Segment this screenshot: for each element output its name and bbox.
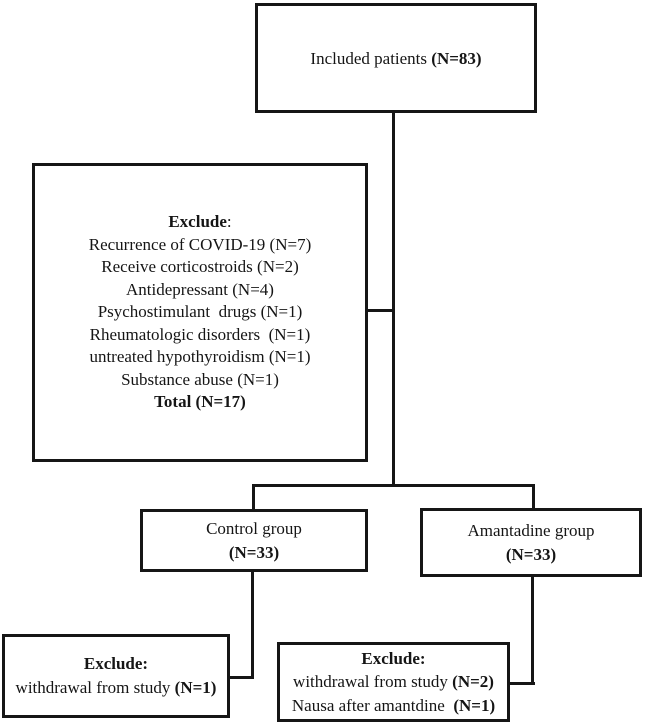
control-exclusion-line: withdrawal from study (N=1) — [16, 676, 217, 701]
included-patients-n: (N=83) — [431, 48, 482, 68]
connector-control-to-exclusion-horizontal — [230, 676, 254, 679]
box-amantadine-exclusion: Exclude: withdrawal from study (N=2) Nau… — [277, 642, 510, 722]
connector-control-drop-vertical — [252, 484, 255, 512]
included-patients-text: Included patients — [310, 48, 432, 68]
amantadine-exclusion-line1-n: (N=2) — [452, 672, 494, 692]
amantadine-exclusion-line2-n: (N=1) — [453, 695, 496, 715]
connector-amantadine-drop-vertical — [532, 484, 535, 511]
control-exclusion-text: withdrawal from study — [15, 678, 175, 697]
amantadine-group-label: Amantadine group — [467, 520, 595, 540]
control-group-n: (N=33) — [228, 542, 280, 562]
connector-exclusions-horizontal — [368, 309, 393, 312]
box-control-group: Control group (N=33) — [140, 509, 368, 572]
control-exclusion-n: (N=1) — [174, 678, 217, 697]
amantadine-exclusion-line2-text: Nausa after amantdine — [291, 695, 454, 715]
amantadine-exclusion-line1-text: withdrawal from study — [293, 672, 453, 692]
connector-amantadine-to-exclusion-horizontal — [510, 682, 535, 685]
exclusion-item: untreated hypothyroidism (N=1) — [89, 347, 311, 366]
exclusion-heading-word: Exclude — [168, 212, 227, 231]
connector-split-horizontal — [252, 484, 535, 487]
control-group-label: Control group — [206, 518, 302, 538]
amantadine-group-n: (N=33) — [505, 544, 557, 564]
amantadine-exclusion-line2: Nausa after amantdine (N=1) — [292, 694, 495, 718]
box-exclusion-criteria: Exclude: Recurrence of COVID-19 (N=7) Re… — [32, 163, 368, 462]
included-patients-label: Included patients (N=83) — [310, 47, 481, 70]
exclusion-item: Recurrence of COVID-19 (N=7) — [88, 234, 312, 254]
exclusion-total: Total (N=17) — [154, 392, 246, 411]
box-included-patients: Included patients (N=83) — [255, 3, 537, 113]
exclusion-item: Antidepressant (N=4) — [126, 279, 274, 299]
exclusion-item: Receive corticostroids (N=2) — [101, 257, 299, 276]
box-control-exclusion: Exclude: withdrawal from study (N=1) — [2, 634, 230, 718]
exclusion-item: Psychostimulant drugs (N=1) — [97, 302, 303, 321]
amantadine-exclusion-heading: Exclude: — [361, 648, 426, 668]
box-amantadine-group: Amantadine group (N=33) — [420, 508, 642, 577]
connector-amantadine-to-exclusion-vertical — [531, 577, 534, 685]
connector-control-to-exclusion-vertical — [251, 572, 254, 679]
exclusion-item: Rheumatologic disorders (N=1) — [89, 324, 311, 344]
exclusion-heading: Exclude: — [168, 211, 231, 234]
exclusion-item: Substance abuse (N=1) — [121, 369, 279, 389]
amantadine-exclusion-line1: withdrawal from study (N=2) — [293, 670, 494, 694]
control-exclusion-heading: Exclude: — [83, 653, 149, 673]
connector-included-to-split-vertical — [392, 113, 395, 485]
exclusion-heading-colon: : — [226, 212, 232, 231]
